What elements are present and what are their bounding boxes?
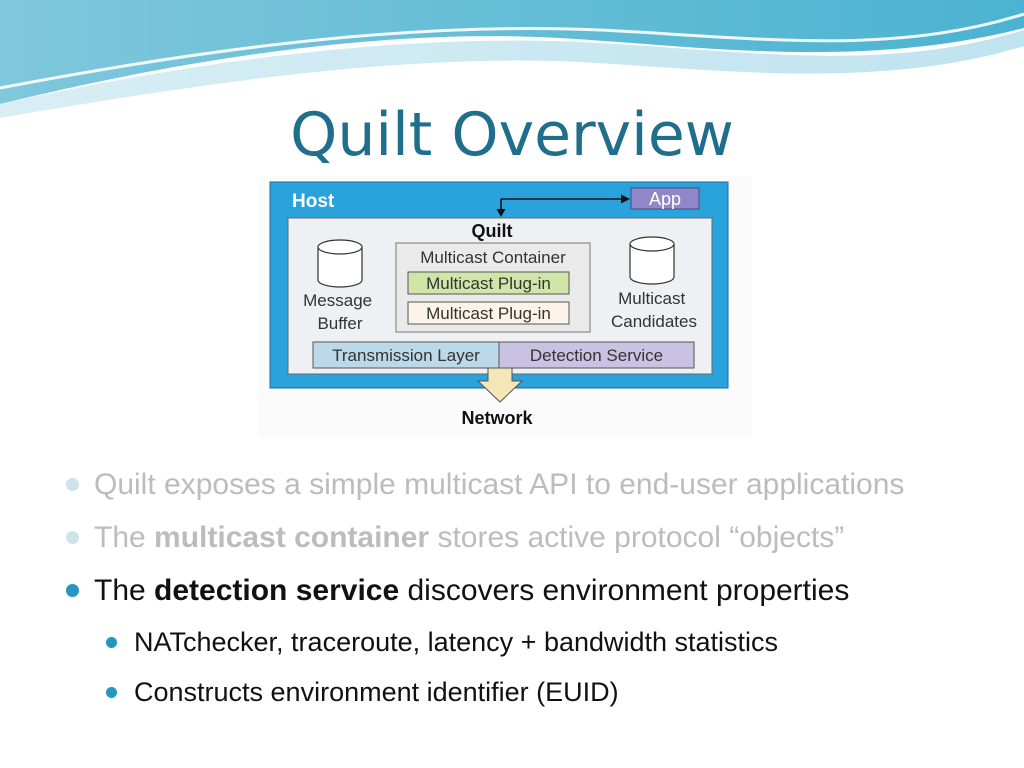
multicast-candidates-cylinder-icon: [629, 236, 675, 285]
bullet-dot-icon: [66, 531, 79, 544]
app-label: App: [649, 189, 681, 209]
multicast-candidates-label: Multicast Candidates: [611, 289, 697, 331]
app-connector-arrowhead: [621, 194, 630, 204]
sub-bullet-dot-icon: [106, 637, 117, 648]
host-label: Host: [292, 191, 335, 212]
multicast-plugin-1-label: Multicast Plug-in: [426, 274, 551, 293]
app-box: [630, 187, 700, 210]
bullet-2: The multicast container stores active pr…: [64, 511, 1014, 564]
message-buffer-label: Message Buffer: [303, 291, 377, 333]
quilt-label: Quilt: [472, 221, 513, 241]
bullet-list: Quilt exposes a simple multicast API to …: [64, 458, 1014, 717]
quilt-connector-arrowhead: [496, 209, 506, 217]
detection-service-box: [498, 341, 695, 369]
multicast-candidates-line-2: Candidates: [611, 312, 697, 331]
bullet-3-bold: detection service: [154, 574, 400, 607]
sub-bullet-1: NATchecker, traceroute, latency + bandwi…: [106, 617, 1014, 667]
bullet-1-text: Quilt exposes a simple multicast API to …: [94, 468, 905, 501]
message-buffer-cylinder-icon: [317, 239, 363, 288]
bullet-dot-icon: [66, 584, 79, 597]
bullet-3-post: discovers environment properties: [399, 574, 850, 607]
architecture-diagram: Host App Quilt Message Buffer Multicast …: [269, 181, 729, 428]
message-buffer-line-2: Buffer: [317, 314, 362, 333]
architecture-diagram-image: Host App Quilt Message Buffer Multicast …: [258, 176, 752, 438]
multicast-plugin-2: [407, 301, 570, 325]
multicast-candidates-line-1: Multicast: [618, 289, 685, 308]
slide-title: Quilt Overview: [290, 100, 734, 170]
detection-service-label: Detection Service: [530, 346, 663, 365]
bullet-2-post: stores active protocol “objects”: [429, 521, 845, 554]
multicast-plugin-1: [407, 271, 570, 295]
network-arrow: [476, 367, 524, 403]
bullet-dot-icon: [66, 478, 79, 491]
bullet-2-bold: multicast container: [154, 521, 430, 554]
multicast-plugin-2-label: Multicast Plug-in: [426, 304, 551, 323]
bullet-1: Quilt exposes a simple multicast API to …: [64, 458, 1014, 511]
message-buffer-line-1: Message: [303, 291, 372, 310]
sub-bullet-2: Constructs environment identifier (EUID): [106, 667, 1014, 717]
bullet-3-pre: The: [94, 574, 155, 607]
multicast-container-label: Multicast Container: [420, 248, 566, 267]
bullet-3: The detection service discovers environm…: [64, 564, 1014, 617]
sub-bullet-1-text: NATchecker, traceroute, latency + bandwi…: [134, 627, 779, 657]
network-label: Network: [461, 408, 533, 428]
transmission-layer-box: [312, 341, 500, 369]
sub-bullet-dot-icon: [106, 687, 117, 698]
transmission-layer-label: Transmission Layer: [332, 346, 480, 365]
bullet-2-pre: The: [94, 521, 155, 554]
sub-bullet-2-text: Constructs environment identifier (EUID): [134, 677, 619, 707]
header-wave-decoration: [0, 0, 1024, 118]
